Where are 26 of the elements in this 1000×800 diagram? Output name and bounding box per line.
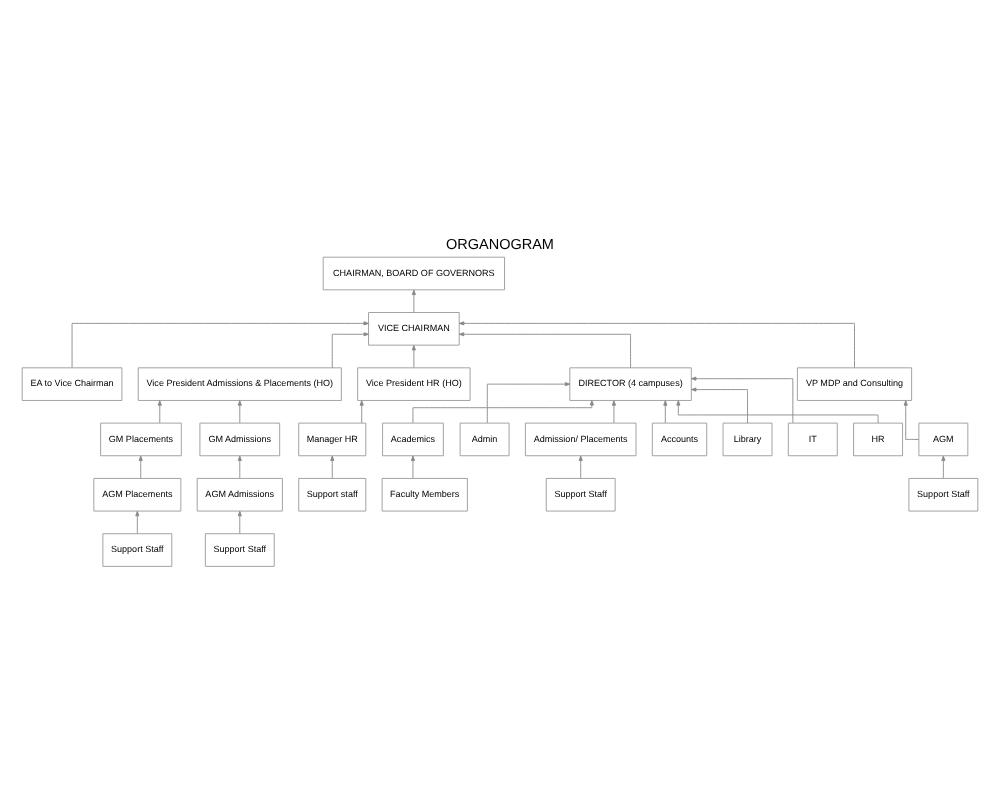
arrow — [941, 455, 946, 479]
arrow — [411, 289, 416, 313]
arrow — [71, 321, 369, 368]
arrow — [410, 455, 415, 479]
arrow — [578, 455, 583, 479]
arrow — [237, 455, 242, 479]
arrow — [903, 400, 919, 440]
arrow — [157, 400, 162, 424]
arrow — [458, 332, 631, 369]
arrow — [138, 455, 143, 479]
arrow — [331, 332, 369, 369]
arrow — [663, 400, 668, 424]
arrow — [237, 510, 242, 534]
arrow — [611, 400, 616, 424]
arrow — [690, 387, 748, 424]
arrow — [411, 344, 416, 368]
arrow — [359, 400, 364, 424]
arrow — [135, 510, 140, 534]
arrow — [676, 400, 879, 424]
arrow — [458, 321, 855, 368]
arrow — [412, 400, 594, 424]
diagram-title: ORGANOGRAM — [446, 234, 554, 253]
arrow — [237, 400, 242, 424]
arrow — [486, 382, 571, 424]
arrow — [691, 376, 794, 424]
arrow — [330, 455, 335, 479]
